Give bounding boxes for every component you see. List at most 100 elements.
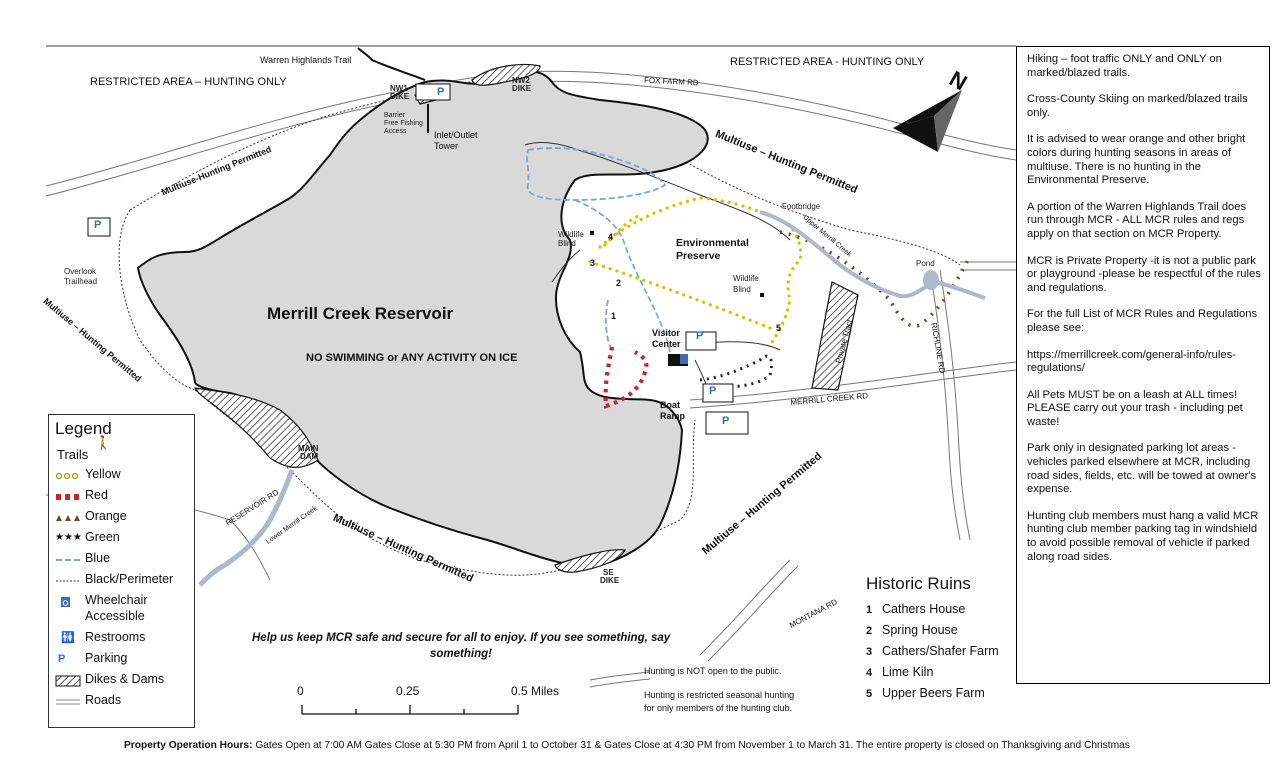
legend-label-blue: Blue bbox=[85, 551, 111, 565]
wheelchair-icon bbox=[55, 595, 81, 607]
wildlife-blind-2-marker bbox=[760, 293, 764, 297]
reservoir-water bbox=[136, 70, 709, 567]
ruin-item: 4 Lime Kiln bbox=[866, 662, 1016, 683]
boat-ramp-label-1: Boat bbox=[660, 400, 680, 410]
footbridge-label: Footbridge bbox=[782, 202, 821, 211]
hunting-note-restricted-1: Hunting is restricted seasonal hunting bbox=[644, 690, 795, 700]
rule-parking: Park only in designated parking lot area… bbox=[1027, 442, 1257, 496]
ruin-item: 5 Upper Beers Farm bbox=[866, 683, 1016, 704]
red-squares-icon bbox=[55, 490, 81, 502]
pond-water bbox=[923, 270, 939, 290]
legend-label-red: Red bbox=[85, 488, 108, 502]
rule-private-property: MCR is Private Property -it is not a pub… bbox=[1027, 254, 1261, 294]
legend-item-perimeter: Black/Perimeter bbox=[55, 570, 173, 588]
scale-tick-025: 0.25 bbox=[396, 684, 420, 698]
perimeter-trail bbox=[118, 71, 961, 576]
parking-box-visitor bbox=[685, 331, 717, 351]
ruin-marker-4: 4 bbox=[608, 232, 614, 242]
parking-p-visitor: P bbox=[696, 330, 704, 342]
lower-merrill-creek bbox=[198, 469, 295, 587]
rule-orange-clothing: It is advised to wear orange and other b… bbox=[1027, 133, 1246, 187]
se-dike-shape bbox=[554, 549, 626, 573]
main-dam-label-1: MAIN bbox=[298, 444, 319, 453]
pond-label: Pond bbox=[916, 259, 935, 268]
green-stars-icon: ★★★ bbox=[55, 531, 82, 543]
operation-hours-label: Property Operation Hours: bbox=[124, 740, 253, 751]
legend-item-dikes: Dikes & Dams bbox=[55, 670, 164, 688]
north-arrow-icon bbox=[893, 90, 962, 152]
ruin-name: Upper Beers Farm bbox=[882, 686, 985, 700]
restroom-icon: 🚻 bbox=[61, 631, 75, 644]
inlet-tower-label-1: Inlet/Outlet bbox=[434, 130, 478, 140]
rules-url-link[interactable]: https://merrillcreek.com/general-info/ru… bbox=[1027, 348, 1236, 375]
restricted-area-left-label: RESTRICTED AREA – HUNTING ONLY bbox=[90, 76, 287, 88]
dikes-hatch-icon bbox=[55, 674, 81, 687]
ruin-item: 1 Cathers House bbox=[866, 599, 1016, 620]
wildlife-blind-2-label-a: Wildlife bbox=[733, 274, 759, 283]
reservoir-name-label: Merrill Creek Reservoir bbox=[267, 304, 454, 323]
ruin-number: 2 bbox=[866, 625, 873, 637]
rule-hiking: Hiking – foot traffic ONLY and ONLY on m… bbox=[1027, 53, 1222, 79]
environmental-preserve-label-1: Environmental bbox=[676, 237, 749, 249]
wildlife-blind-2-label-b: Blind bbox=[733, 285, 751, 294]
operation-hours-footer: Property Operation Hours: Gates Open at … bbox=[124, 740, 1130, 751]
legend-item-orange: Orange bbox=[55, 507, 127, 525]
ruin-marker-1: 1 bbox=[611, 311, 617, 321]
parking-p-nw1: P bbox=[437, 86, 445, 98]
parking-box-overlook bbox=[87, 217, 111, 237]
parking-p-road-2: P bbox=[722, 415, 730, 427]
warren-highlands-trail-line bbox=[357, 47, 426, 81]
roads-icon bbox=[55, 695, 81, 707]
legend-item-wheelchair-line2: Accessible bbox=[85, 607, 145, 625]
ruin-marker-3: 3 bbox=[590, 258, 596, 268]
overlook-label-1: Overlook bbox=[64, 267, 97, 276]
scale-tick-0: 0 bbox=[297, 684, 304, 698]
legend-label-green: Green bbox=[85, 530, 120, 544]
wildlife-blind-1-label-b: Blind bbox=[558, 239, 576, 248]
ruin-name: Cathers/Shafer Farm bbox=[882, 644, 999, 658]
legend-item-red: Red bbox=[55, 486, 108, 504]
nw2-dike-label-2: DIKE bbox=[512, 84, 532, 93]
nw2-dike-shape bbox=[471, 63, 541, 86]
restricted-area-right-label: RESTRICTED AREA - HUNTING ONLY bbox=[730, 56, 925, 68]
wildlife-blind-1-marker bbox=[590, 231, 594, 235]
historic-ruins-list: Historic Ruins 1 Cathers House 2 Spring Ho… bbox=[866, 574, 1016, 704]
ruin-name: Lime Kiln bbox=[882, 665, 934, 679]
parking-box-road-1 bbox=[702, 383, 734, 403]
parking-box-nw1 bbox=[415, 83, 451, 101]
private-tract-shape bbox=[811, 281, 859, 391]
nw1-dike-label-2: DIKE bbox=[390, 92, 410, 101]
visitor-center-label-2: Center bbox=[652, 339, 681, 349]
ruin-number: 5 bbox=[866, 688, 873, 700]
legend-label-wheelchair-2: Accessible bbox=[85, 609, 145, 623]
hunting-note-restricted-2: for only members of the hunting club. bbox=[644, 703, 793, 713]
ruin-number: 4 bbox=[866, 667, 873, 679]
legend-title: Legend bbox=[55, 419, 112, 438]
nw1-dike-label-1: NW1 bbox=[390, 84, 408, 93]
red-trail bbox=[603, 346, 649, 409]
ruin-name: Spring House bbox=[882, 623, 958, 637]
ruin-number: 1 bbox=[866, 604, 873, 616]
overlook-label-2: Trailhead bbox=[64, 277, 98, 286]
legend-label-roads: Roads bbox=[85, 693, 122, 707]
legend-item-roads: Roads bbox=[55, 691, 121, 709]
historic-ruins-title: Historic Ruins bbox=[866, 574, 971, 593]
legend-label-restrooms: Restrooms bbox=[85, 630, 146, 644]
ruin-number: 3 bbox=[866, 646, 873, 658]
se-dike-label-2: DIKE bbox=[600, 576, 620, 585]
legend-item-wheelchair: Wheelchair bbox=[55, 591, 148, 609]
inlet-tower-label-2: Tower bbox=[434, 141, 459, 151]
legend-label-yellow: Yellow bbox=[85, 467, 121, 481]
rule-warren-trail: A portion of the Warren Highlands Trail … bbox=[1027, 200, 1247, 240]
wildlife-blind-1-label-a: Wildlife bbox=[558, 230, 584, 239]
ruin-item: 3 Cathers/Shafer Farm bbox=[866, 641, 1016, 662]
barrier-free-label-3: Access bbox=[384, 128, 407, 135]
legend-item-green: ★★★Green bbox=[55, 528, 120, 546]
ruin-name: Cathers House bbox=[882, 602, 966, 616]
hiker-icon: 🚶 bbox=[95, 435, 112, 450]
se-dike-label-1: SE bbox=[603, 568, 614, 577]
rule-hunting-tag: Hunting club members must hang a valid M… bbox=[1027, 509, 1259, 563]
orange-triangles-icon bbox=[55, 511, 81, 523]
